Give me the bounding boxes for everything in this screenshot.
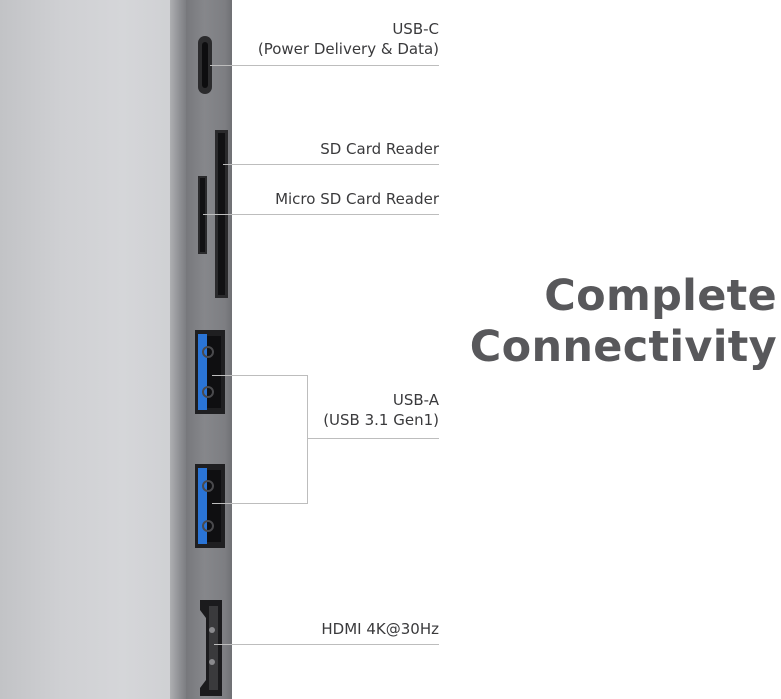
- usb-c-subtitle: (Power Delivery & Data): [257, 40, 439, 58]
- usb-a-bracket: [212, 375, 308, 504]
- headline: Complete Connectivity: [470, 271, 777, 373]
- usb-a-title: USB-A: [392, 391, 439, 409]
- headline-line-1: Complete: [544, 271, 777, 321]
- micro-sd-label: Micro SD Card Reader: [275, 189, 439, 209]
- usb-c-port: [198, 36, 212, 94]
- usb-a-subtitle: (USB 3.1 Gen1): [323, 411, 439, 429]
- usb-a-port-2: [195, 464, 225, 548]
- sd-card-title: SD Card Reader: [320, 140, 439, 158]
- usb-c-title: USB-C: [392, 20, 439, 38]
- sd-card-label: SD Card Reader: [320, 139, 439, 159]
- usb-a-port-1: [195, 330, 225, 414]
- usb-c-label: USB-C (Power Delivery & Data): [258, 19, 439, 59]
- hub-top-surface: [0, 0, 176, 699]
- hdmi-label: HDMI 4K@30Hz: [321, 619, 439, 639]
- usb-a-label: USB-A (USB 3.1 Gen1): [323, 390, 439, 430]
- headline-line-2: Connectivity: [469, 322, 777, 372]
- hdmi-title: HDMI 4K@30Hz: [321, 620, 439, 638]
- hub-bevel: [170, 0, 186, 699]
- micro-sd-slot: [198, 176, 207, 254]
- leader-lines: [203, 65, 439, 645]
- micro-sd-title: Micro SD Card Reader: [275, 190, 439, 208]
- hdmi-port: [200, 600, 222, 696]
